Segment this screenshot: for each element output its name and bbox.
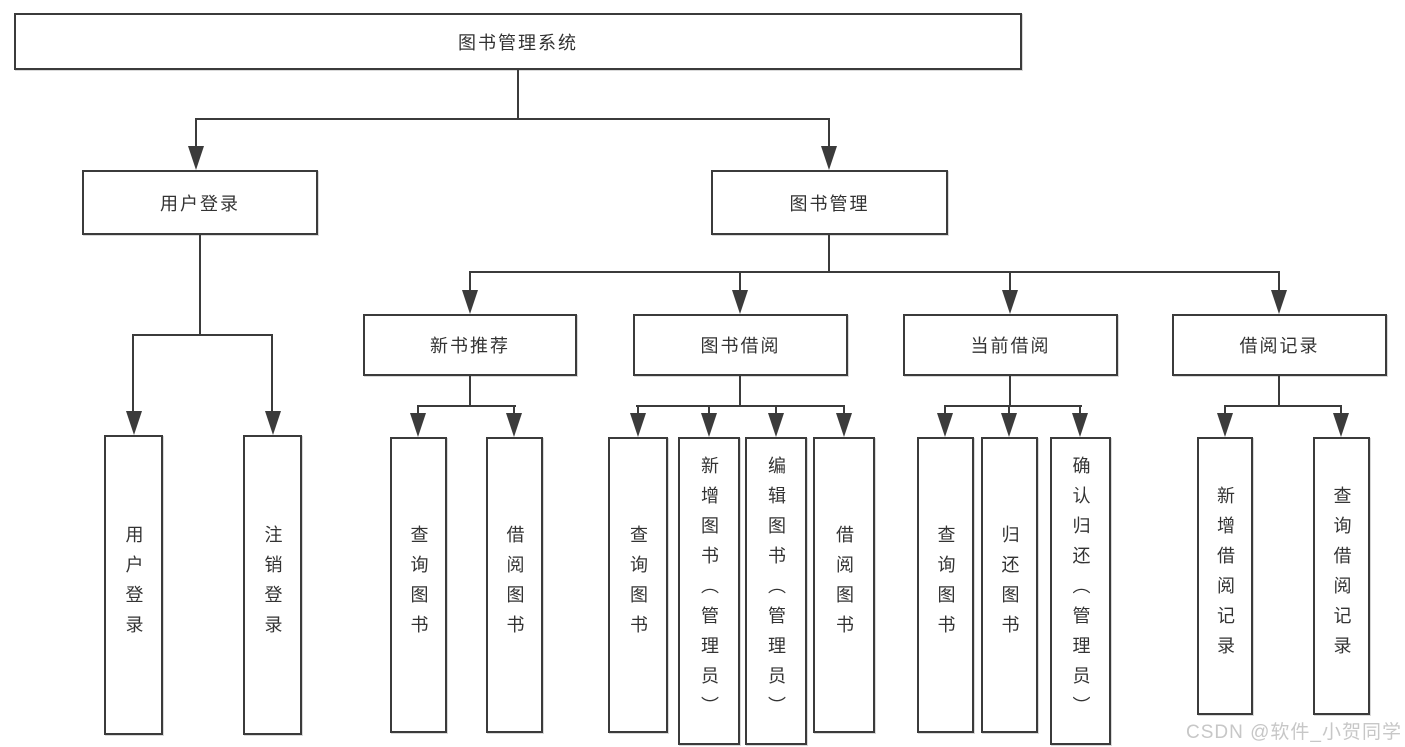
arrowhead-icon bbox=[188, 146, 204, 170]
node-new-book-rec: 新书推荐 bbox=[363, 314, 577, 376]
node-cb-return: 归还图书 bbox=[981, 437, 1038, 733]
connector-line bbox=[195, 118, 197, 148]
arrowhead-icon bbox=[126, 411, 142, 435]
connector-line bbox=[1278, 271, 1280, 293]
connector-line bbox=[944, 405, 1082, 407]
arrowhead-icon bbox=[506, 413, 522, 437]
connector-line bbox=[199, 235, 201, 336]
connector-line bbox=[517, 70, 519, 120]
connector-line bbox=[843, 405, 845, 417]
connector-line bbox=[1224, 405, 1342, 407]
connector-line bbox=[636, 405, 845, 407]
node-bb-borrow: 借阅图书 bbox=[813, 437, 875, 733]
node-book-mgmt: 图书管理 bbox=[711, 170, 948, 235]
arrowhead-icon bbox=[937, 413, 953, 437]
connector-line bbox=[195, 118, 830, 120]
connector-line bbox=[1008, 405, 1010, 417]
node-bb-add: 新增图书（管理员） bbox=[678, 437, 740, 745]
node-root: 图书管理系统 bbox=[14, 13, 1022, 70]
connector-line bbox=[944, 405, 946, 417]
connector-line bbox=[132, 334, 273, 336]
arrowhead-icon bbox=[462, 290, 478, 314]
node-nb-borrow: 借阅图书 bbox=[486, 437, 543, 733]
arrowhead-icon bbox=[410, 413, 426, 437]
node-br-add: 新增借阅记录 bbox=[1197, 437, 1253, 715]
arrowhead-icon bbox=[630, 413, 646, 437]
node-book-borrow: 图书借阅 bbox=[633, 314, 848, 376]
node-cb-query: 查询图书 bbox=[917, 437, 974, 733]
connector-line bbox=[271, 334, 273, 413]
connector-line bbox=[1340, 405, 1342, 417]
node-current-borrow: 当前借阅 bbox=[903, 314, 1118, 376]
connector-line bbox=[739, 376, 741, 407]
arrowhead-icon bbox=[1072, 413, 1088, 437]
arrowhead-icon bbox=[265, 411, 281, 435]
connector-line bbox=[469, 271, 471, 293]
connector-line bbox=[708, 405, 710, 417]
node-cb-confirm: 确认归还（管理员） bbox=[1050, 437, 1111, 745]
arrowhead-icon bbox=[1333, 413, 1349, 437]
connector-line bbox=[469, 271, 1280, 273]
connector-line bbox=[417, 405, 516, 407]
connector-line bbox=[1009, 271, 1011, 293]
node-nb-query: 查询图书 bbox=[390, 437, 447, 733]
node-bb-edit: 编辑图书（管理员） bbox=[745, 437, 807, 745]
arrowhead-icon bbox=[732, 290, 748, 314]
node-borrow-records: 借阅记录 bbox=[1172, 314, 1387, 376]
connector-line bbox=[132, 334, 134, 413]
connector-line bbox=[469, 376, 471, 407]
connector-line bbox=[828, 118, 830, 148]
arrowhead-icon bbox=[821, 146, 837, 170]
connector-line bbox=[828, 235, 830, 273]
connector-line bbox=[739, 271, 741, 293]
connector-line bbox=[513, 405, 515, 417]
arrowhead-icon bbox=[768, 413, 784, 437]
arrowhead-icon bbox=[1271, 290, 1287, 314]
node-user-login-leaf: 用户登录 bbox=[104, 435, 163, 735]
connector-line bbox=[1009, 376, 1011, 407]
connector-line bbox=[775, 405, 777, 417]
node-logout-leaf: 注销登录 bbox=[243, 435, 302, 735]
connector-line bbox=[1079, 405, 1081, 417]
arrowhead-icon bbox=[1217, 413, 1233, 437]
connector-line bbox=[637, 405, 639, 417]
arrowhead-icon bbox=[1001, 413, 1017, 437]
connector-line bbox=[1224, 405, 1226, 417]
arrowhead-icon bbox=[701, 413, 717, 437]
connector-line bbox=[417, 405, 419, 417]
csdn-watermark: CSDN @软件_小贺同学 bbox=[1186, 722, 1402, 743]
node-user-login: 用户登录 bbox=[82, 170, 318, 235]
arrowhead-icon bbox=[1002, 290, 1018, 314]
node-bb-query: 查询图书 bbox=[608, 437, 668, 733]
node-br-query: 查询借阅记录 bbox=[1313, 437, 1370, 715]
arrowhead-icon bbox=[836, 413, 852, 437]
connector-line bbox=[1278, 376, 1280, 407]
